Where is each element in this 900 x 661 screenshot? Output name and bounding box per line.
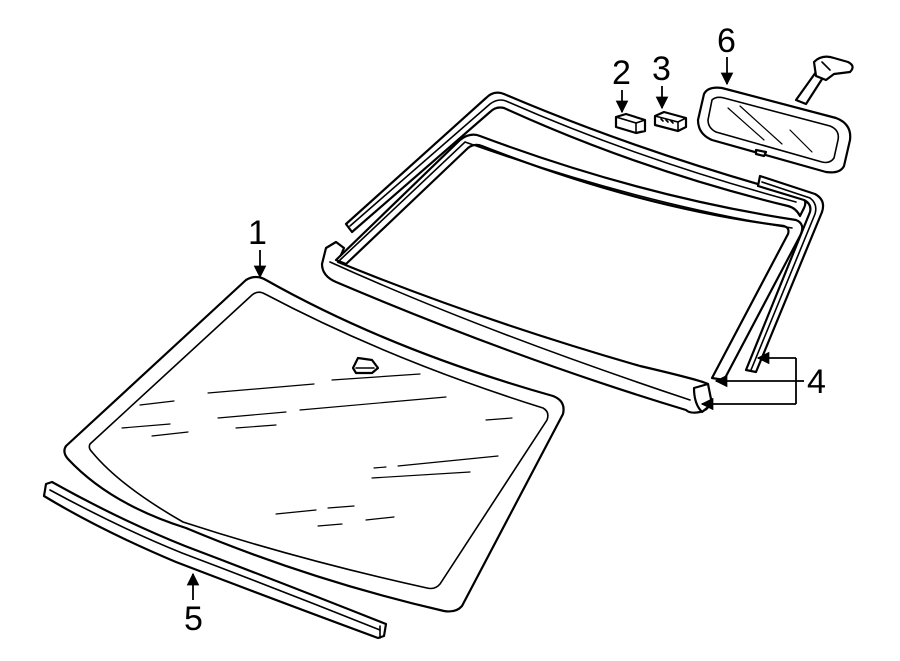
lower-molding — [42, 480, 388, 640]
callout-6: 6 — [717, 22, 736, 60]
windshield-glass — [63, 275, 565, 613]
callout-2: 2 — [612, 54, 631, 92]
callout-1: 1 — [248, 214, 267, 252]
part-2-pad — [614, 112, 647, 135]
callout-4: 4 — [807, 363, 826, 401]
rearview-mirror — [696, 55, 854, 174]
leader-lines — [186, 57, 804, 600]
side-molding-outer — [744, 174, 825, 374]
callout-3: 3 — [652, 50, 671, 88]
upper-molding — [344, 91, 807, 234]
part-3-connector — [653, 110, 688, 133]
callout-5: 5 — [184, 600, 203, 638]
